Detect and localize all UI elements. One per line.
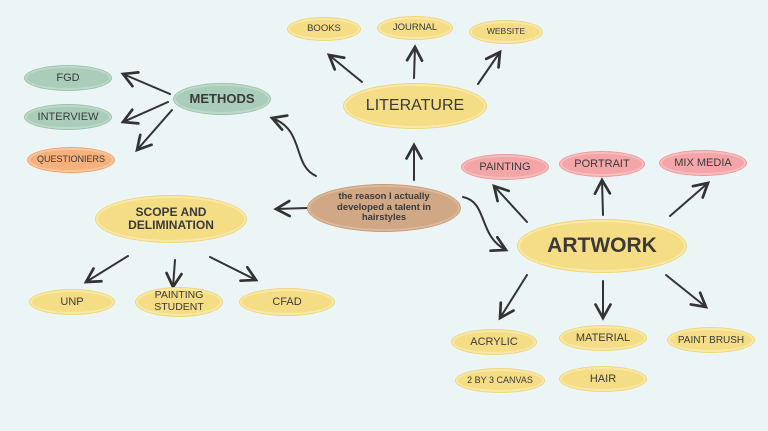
paint-brush-node: PAINT BRUSH (668, 328, 754, 352)
acrylic-node: ACRYLIC (452, 330, 536, 354)
painting-node: PAINTING (462, 155, 548, 179)
painting-student-node: PAINTING STUDENT (136, 288, 222, 316)
arrow-artwork-portrait (593, 177, 612, 216)
arrow-center-artwork (462, 196, 509, 253)
arrow-center-methods (269, 114, 317, 177)
material-node: MATERIAL (560, 326, 646, 350)
unp-node: UNP (30, 290, 114, 314)
cfad-node: CFAD (240, 289, 334, 315)
website-node: WEBSITE (470, 21, 542, 43)
arrow-artwork-paint-brush (665, 274, 709, 309)
arrow-literature-journal (405, 44, 424, 79)
books-node: BOOKS (288, 18, 360, 40)
literature-node: LITERATURE (344, 84, 486, 128)
arrow-literature-website (477, 49, 502, 85)
artwork-node: ARTWORK (518, 220, 686, 272)
arrow-scope-unp (83, 255, 129, 284)
center-topic: the reason I actually developed a talent… (308, 185, 460, 231)
arrow-artwork-acrylic (498, 274, 528, 321)
portrait-node: PORTRAIT (560, 152, 644, 176)
journal-node: JOURNAL (378, 17, 452, 39)
arrow-artwork-painting (492, 183, 528, 223)
arrow-methods-questioniers (135, 109, 173, 153)
arrow-scope-cfad (209, 256, 259, 283)
mix-media-node: MIX MEDIA (660, 151, 746, 175)
fgd-node: FGD (25, 66, 111, 90)
scope-node: SCOPE AND DELIMINATION (96, 196, 246, 242)
arrow-methods-fgd (120, 71, 171, 95)
methods-node: METHODS (174, 84, 270, 114)
arrow-scope-painting-student (165, 259, 183, 290)
canvas-node: 2 BY 3 CANVAS (456, 369, 544, 392)
interview-node: INTERVIEW (25, 105, 111, 129)
arrow-artwork-mix-media (669, 181, 711, 217)
arrow-methods-interview (120, 101, 169, 125)
hair-node: HAIR (560, 367, 646, 391)
arrow-center-scope (273, 199, 308, 218)
questioniers-node: QUESTIONIERS (28, 148, 114, 172)
arrow-literature-books (326, 53, 363, 83)
